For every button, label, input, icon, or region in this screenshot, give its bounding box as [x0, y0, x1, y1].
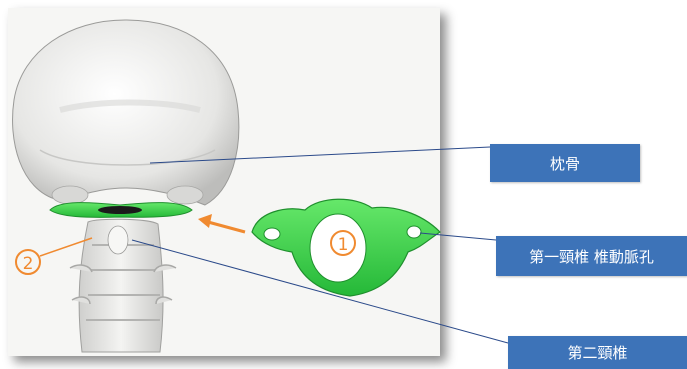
label-occipital-bone: 枕骨 [490, 144, 640, 182]
atlas-highlight-skeleton [50, 203, 192, 218]
label-axis-vertebra: 第二頸椎 [508, 336, 687, 369]
orange-arrow [198, 214, 245, 232]
skull [13, 20, 239, 205]
svg-text:2: 2 [23, 254, 34, 274]
svg-text:1: 1 [338, 235, 349, 255]
label-atlas-foramen: 第一頸椎 椎動脈孔 [496, 236, 687, 276]
cervical-spine [70, 219, 176, 352]
